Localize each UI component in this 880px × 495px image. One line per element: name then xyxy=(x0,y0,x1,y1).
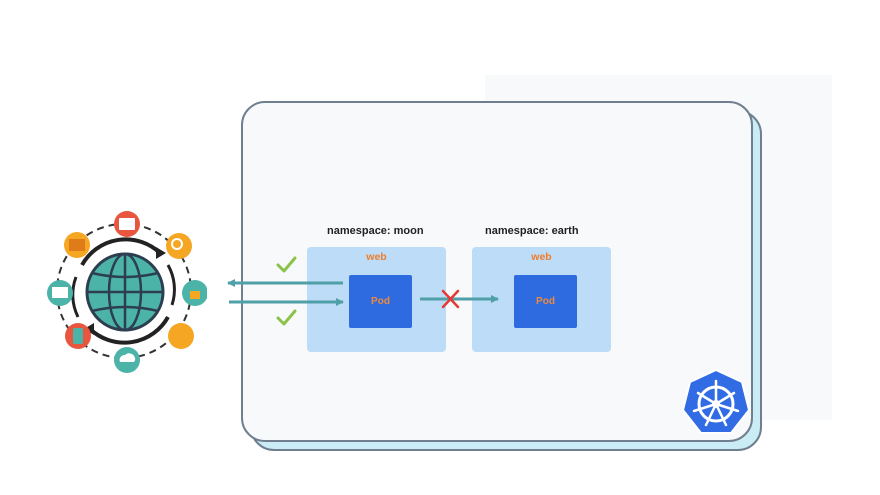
kubernetes-logo-icon xyxy=(682,369,750,434)
check-icon xyxy=(276,309,297,326)
check-icon xyxy=(276,256,297,273)
deployment-web-label: web xyxy=(531,251,552,263)
namespace-earth-label: namespace: earth xyxy=(485,225,579,237)
namespace-moon-label: namespace: moon xyxy=(327,225,424,237)
globe-icon xyxy=(47,211,207,373)
pod-box: Pod xyxy=(514,275,577,328)
pod-box: Pod xyxy=(349,275,412,328)
deployment-web-label: web xyxy=(366,251,387,263)
pod-label: Pod xyxy=(371,296,390,307)
cross-icon xyxy=(441,289,460,309)
pod-label: Pod xyxy=(536,296,555,307)
